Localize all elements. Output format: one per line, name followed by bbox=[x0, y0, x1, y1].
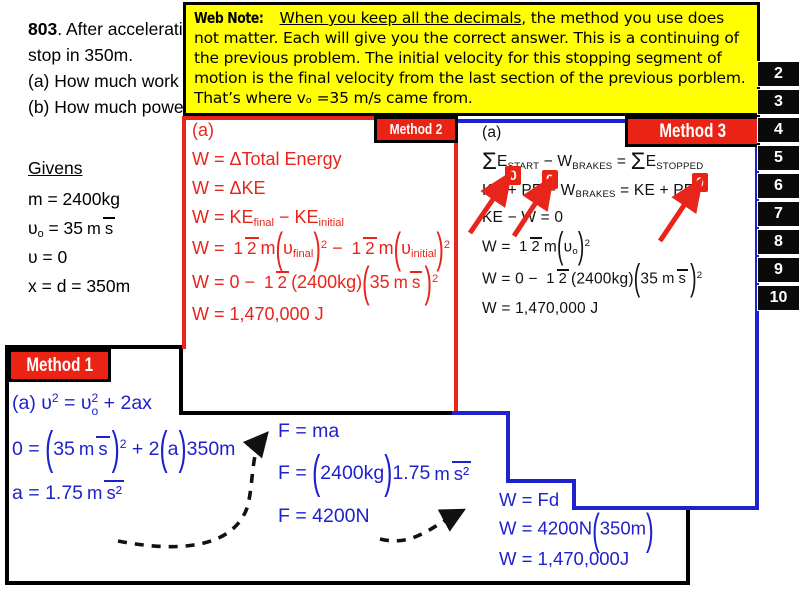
page-tab-7[interactable]: 7 bbox=[757, 201, 800, 227]
problem-line: 803. After accelerati bbox=[28, 19, 183, 39]
method1-label: Method 1 bbox=[8, 349, 111, 382]
problem-line: (b) How much power bbox=[28, 97, 190, 117]
page-tab-6[interactable]: 6 bbox=[757, 173, 800, 199]
web-note-underlined-text: When you keep all the decimals bbox=[279, 9, 522, 27]
problem-line: (a) How much work i bbox=[28, 71, 188, 91]
method2-label: Method 2 bbox=[374, 116, 458, 143]
method2-box-border bbox=[182, 116, 458, 411]
problem-line: stop in 350m. bbox=[28, 45, 134, 65]
page-tab-2[interactable]: 2 bbox=[757, 61, 800, 87]
method3-label: Method 3 bbox=[625, 116, 760, 147]
page-tab-5[interactable]: 5 bbox=[757, 145, 800, 171]
problem-number: 803 bbox=[28, 19, 58, 39]
web-note-label: Web Note: bbox=[194, 9, 264, 27]
web-note-body: , the method you use does not matter. Ea… bbox=[194, 9, 746, 107]
page-tab-10[interactable]: 10 bbox=[757, 285, 800, 311]
page-tab-8[interactable]: 8 bbox=[757, 229, 800, 255]
flow-arrow-to-fma bbox=[117, 431, 269, 549]
web-note: Web Note: When you keep all the decimals… bbox=[183, 2, 760, 116]
givens-title: Givens bbox=[28, 158, 83, 178]
page-tab-3[interactable]: 3 bbox=[757, 89, 800, 115]
problem-text: 803. After accelerati stop in 350m. (a) … bbox=[28, 16, 189, 120]
page-tab-4[interactable]: 4 bbox=[757, 117, 800, 143]
page-tab-9[interactable]: 9 bbox=[757, 257, 800, 283]
zero-arrow bbox=[511, 174, 555, 238]
zero-arrow bbox=[657, 176, 704, 243]
zero-arrow bbox=[467, 170, 513, 235]
flow-arrow-to-wfd bbox=[379, 508, 466, 543]
